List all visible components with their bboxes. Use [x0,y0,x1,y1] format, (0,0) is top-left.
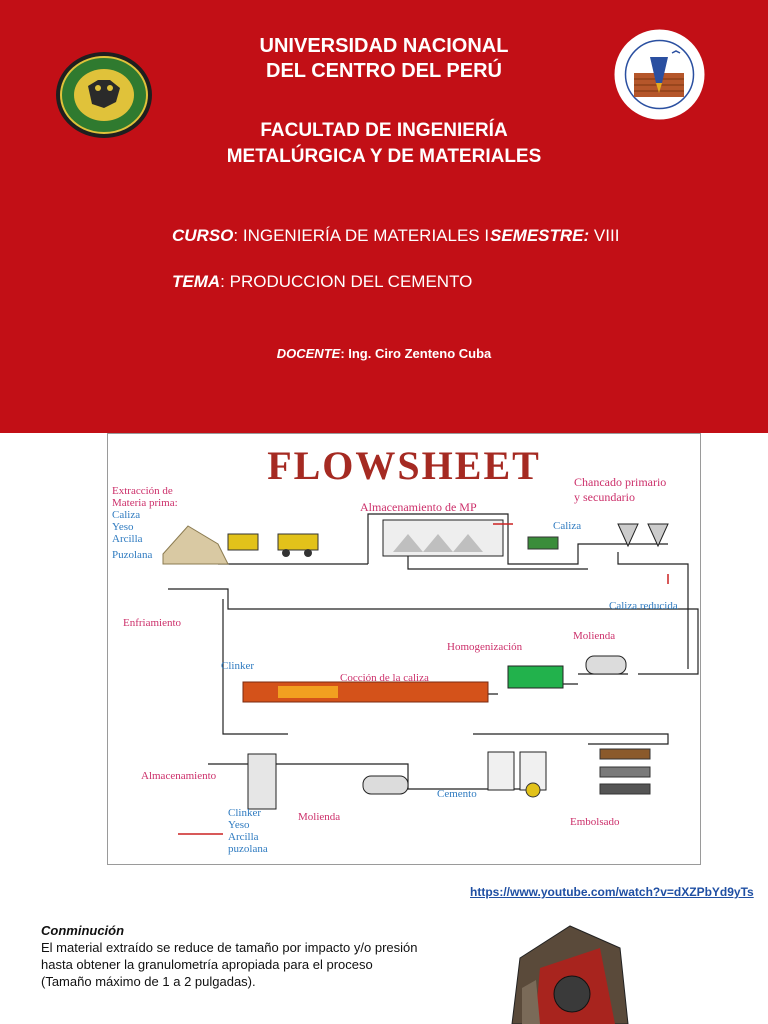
label-caliza-reducida: Caliza reducida [609,600,678,612]
label-enfriamiento: Enfriamiento [123,617,182,629]
university-line-1: UNIVERSIDAD NACIONAL [259,35,509,57]
teacher-line: DOCENTE: Ing. Ciro Zenteno Cuba [0,346,768,361]
input-puzolana: puzolana [228,843,268,855]
course-line: CURSO: INGENIERÍA DE MATERIALES I [172,226,489,246]
input-clinker: Clinker [228,807,261,819]
chancado-line-2: y secundario [574,490,635,504]
chancado-line-1: Chancado primario [574,475,667,489]
label-extraccion: Extracción de Materia prima: Caliza Yeso… [112,485,178,561]
label-coccion: Cocción de la caliza [340,672,429,684]
title-banner: UNIVERSIDAD NACIONAL DEL CENTRO DEL PERÚ… [0,0,768,433]
label-molienda-top: Molienda [573,630,616,642]
university-logo [56,52,152,138]
extraccion-yeso: Yeso [112,521,134,533]
label-molienda-bottom: Molienda [298,811,341,823]
label-inputs: Clinker Yeso Arcilla puzolana [228,807,268,855]
topic-line: TEMA: PRODUCCION DEL CEMENTO [172,272,472,292]
extraccion-arcilla: Arcilla [112,533,143,545]
topic-value: : PRODUCCION DEL CEMENTO [220,272,473,291]
youtube-link[interactable]: https://www.youtube.com/watch?v=dXZPbYd9… [470,885,754,899]
label-almacenamiento-mp: Almacenamiento de MP [360,500,477,514]
label-almacenamiento: Almacenamiento [141,770,217,782]
crusher-image [511,925,629,1024]
flowsheet-diagram: FLOWSHEET [107,433,701,865]
faculty-logo [612,27,707,122]
extraccion-puzolana: Puzolana [112,549,153,561]
label-cemento: Cemento [437,788,477,800]
topic-label: TEMA [172,272,221,291]
label-clinker: Clinker [221,660,254,672]
course-label: CURSO [172,226,234,245]
label-homogenizacion: Homogenización [447,641,523,653]
extraccion-line-1: Extracción de [112,485,173,497]
university-line-2: DEL CENTRO DEL PERÚ [266,60,502,82]
faculty-line-2: METALÚRGICA Y DE MATERIALES [226,146,542,167]
course-value: : INGENIERÍA DE MATERIALES I [233,226,490,245]
input-arcilla: Arcilla [228,831,259,843]
university-name: UNIVERSIDAD NACIONAL DEL CENTRO DEL PERÚ [0,34,768,84]
flowsheet-title: FLOWSHEET [267,443,541,488]
extraccion-caliza: Caliza [112,509,141,521]
label-embolsado: Embolsado [570,816,620,828]
faculty-line-1: FACULTAD DE INGENIERÍA [260,120,508,141]
input-yeso: Yeso [228,819,250,831]
label-chancado: Chancado primario y secundario [574,475,666,505]
section-title: Conminución [41,923,125,938]
section-body: El material extraído se reduce de tamaño… [41,940,418,989]
process-drawing [162,513,699,835]
faculty-name: FACULTAD DE INGENIERÍA METALÚRGICA Y DE … [0,118,768,170]
label-caliza: Caliza [553,520,582,532]
teacher-value: : Ing. Ciro Zenteno Cuba [340,346,492,361]
teacher-label: DOCENTE [276,346,341,361]
semester-label: SEMESTRE: [490,226,590,245]
semester-line: SEMESTRE: VIII [490,226,619,246]
extraccion-line-2: Materia prima: [112,497,178,509]
semester-value: VIII [589,226,620,245]
